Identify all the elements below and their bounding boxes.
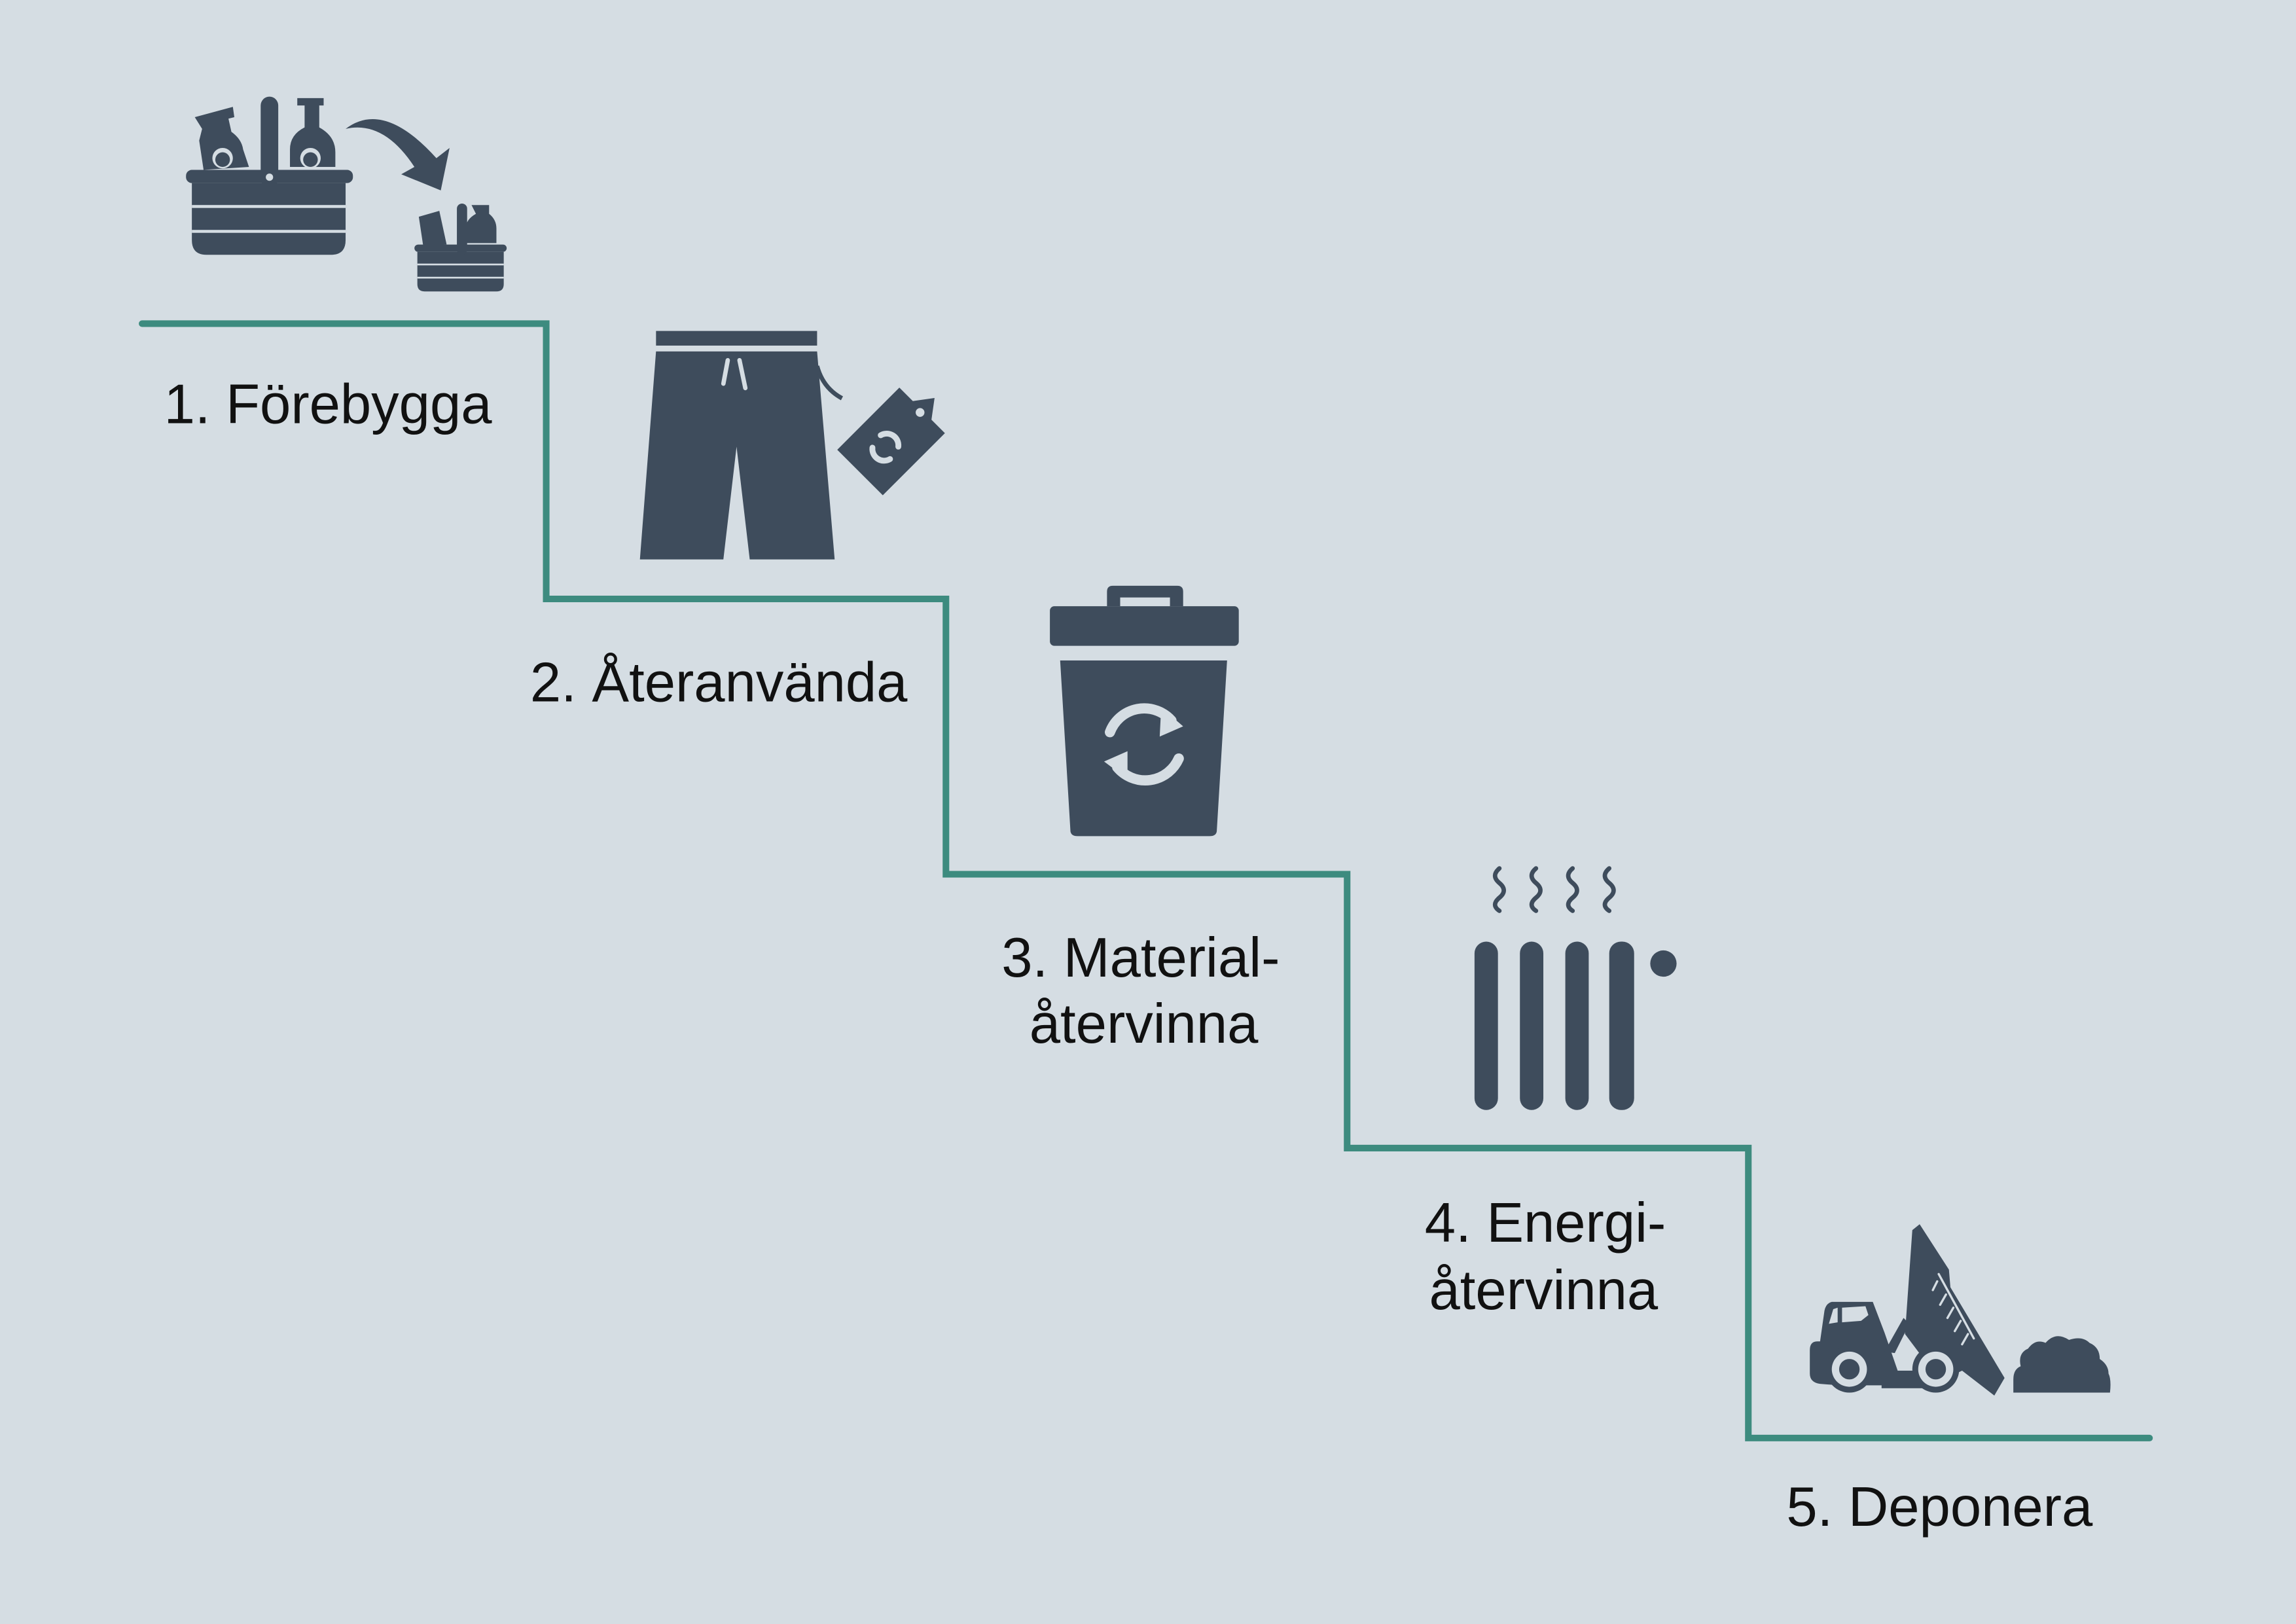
radiator-icon	[1474, 866, 1677, 1110]
step-1-label: 1. Förebygga	[164, 374, 493, 436]
recycling-bin-icon	[1050, 585, 1239, 837]
step-4-label-line1: 4. Energi-	[1425, 1192, 1666, 1254]
step-2-label: 2. Återanvända	[530, 652, 908, 714]
curved-arrow-icon	[346, 118, 450, 190]
steam-icon	[1492, 866, 1616, 913]
shorts-price-tag-icon	[639, 331, 945, 560]
step-5-label: 5. Deponera	[1786, 1476, 2093, 1538]
basket-reduce-icon	[186, 96, 507, 292]
staircase-line	[139, 320, 2153, 1441]
step-3-label-line2: återvinna	[1030, 993, 1259, 1055]
step-3-label-line1: 3. Material-	[1001, 927, 1280, 989]
recycle-arrows-icon	[1103, 703, 1184, 786]
large-basket-icon	[186, 96, 353, 255]
dirt-pile-icon	[2013, 1336, 2111, 1393]
dump-truck-icon	[1810, 1224, 2111, 1396]
small-basket-icon	[414, 203, 507, 292]
step-4-label-line2: återvinna	[1429, 1259, 1659, 1322]
